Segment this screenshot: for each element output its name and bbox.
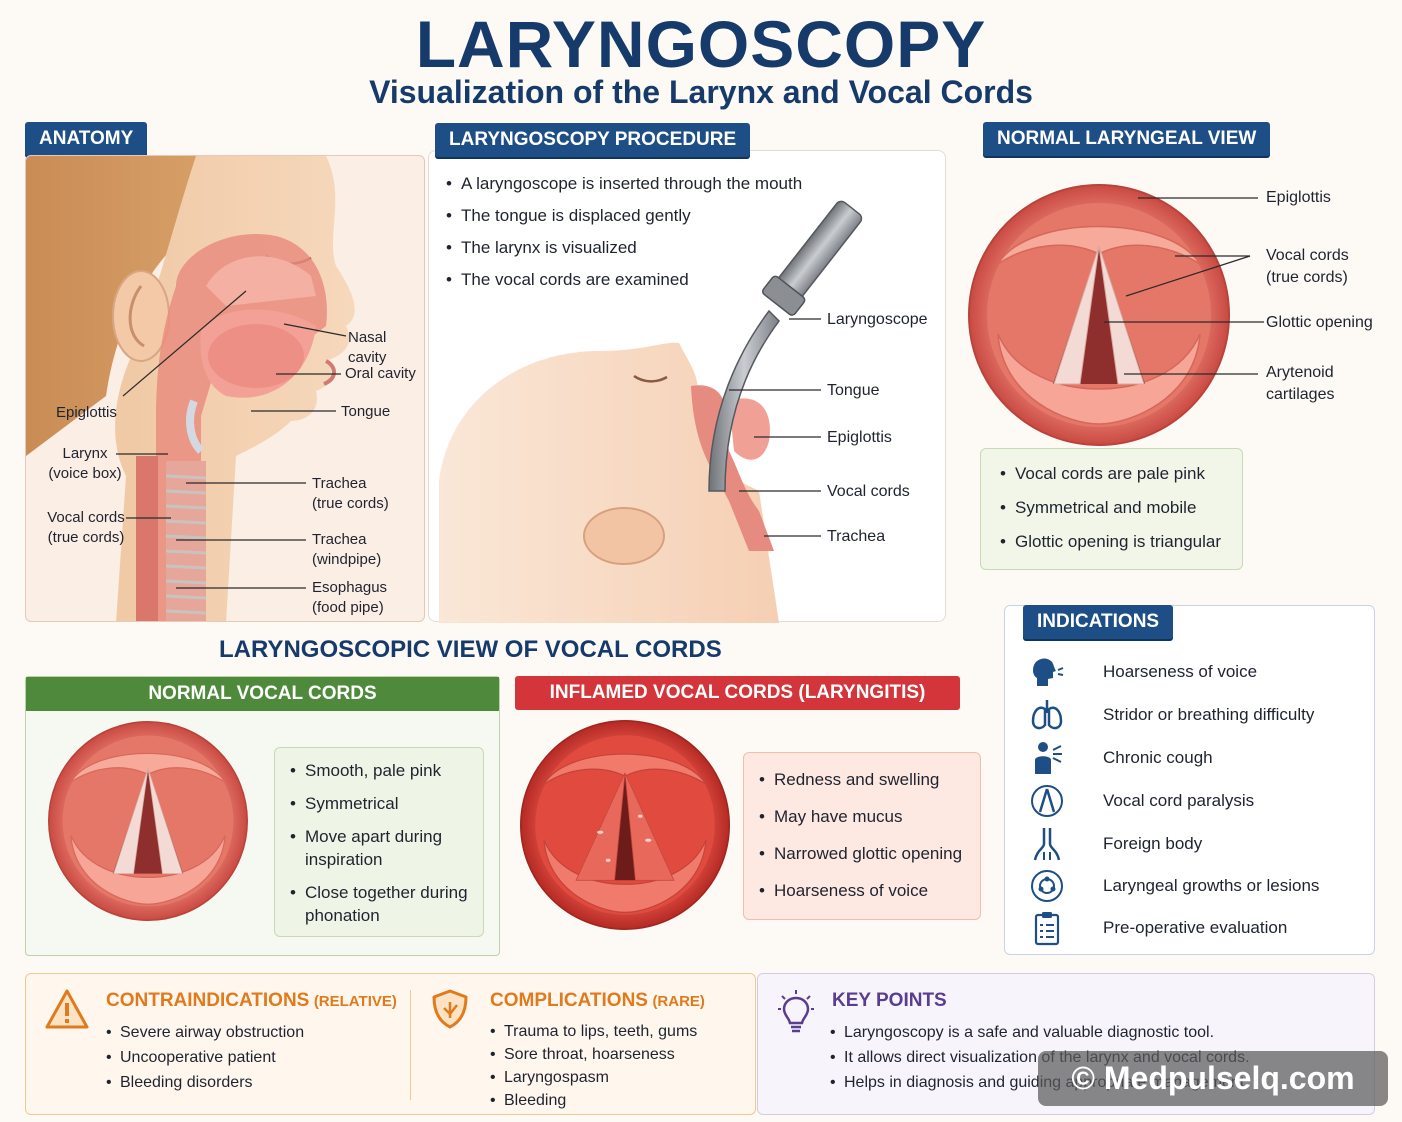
head-cross-section-illustration <box>26 156 355 621</box>
key-points-title: KEY POINTS <box>832 990 947 1011</box>
watermark: © Medpulselq.com <box>1038 1051 1388 1106</box>
procedure-steps: A laryngoscope is inserted through the m… <box>443 173 802 292</box>
label-vocal-cords: Vocal cords (true cords) <box>47 509 125 546</box>
label-trachea: Trachea <box>827 528 886 545</box>
indication-item: Stridor or breathing difficulty <box>1027 697 1314 733</box>
normal-laryngeal-view-illustration <box>968 184 1264 446</box>
speaking-head-icon <box>1027 654 1067 690</box>
indication-item: Foreign body <box>1027 826 1202 862</box>
anatomy-tag: ANATOMY <box>25 122 148 156</box>
label-glottic-opening: Glottic opening <box>1266 314 1373 331</box>
label-laryngoscope: Laryngoscope <box>827 311 928 328</box>
normal-view-point: Glottic opening is triangular <box>997 531 1242 554</box>
shield-icon <box>432 989 468 1029</box>
laryngoscope-procedure-illustration <box>439 200 863 623</box>
normal-vocal-cords-illustration <box>47 721 248 921</box>
inflamed-vocal-cords-illustration <box>520 720 730 930</box>
indications-panel: Hoarseness of voice Stridor or breathing… <box>1004 605 1375 955</box>
normal-vocal-cords-points: Smooth, pale pink Symmetrical Move apart… <box>274 747 484 937</box>
procedure-step: The tongue is displaced gently <box>443 205 802 228</box>
lungs-icon <box>1027 697 1067 733</box>
normal-vocal-cords-tag: NORMAL VOCAL CORDS <box>26 677 499 711</box>
label-epiglottis: Epiglottis <box>1266 189 1331 206</box>
vocal-cords-icon <box>1027 783 1067 819</box>
indication-item: Chronic cough <box>1027 740 1213 776</box>
label-arytenoid: Arytenoid cartilages <box>1266 364 1335 404</box>
indication-item: Hoarseness of voice <box>1027 654 1257 690</box>
label-nasal-cavity: Nasal cavity <box>348 329 387 366</box>
normal-view-points: Vocal cords are pale pink Symmetrical an… <box>980 448 1243 570</box>
procedure-step: A laryngoscope is inserted through the m… <box>443 173 802 196</box>
label-epiglottis: Epiglottis <box>827 429 892 446</box>
lightbulb-icon <box>778 990 814 1033</box>
page-subtitle: Visualization of the Larynx and Vocal Co… <box>369 74 1033 110</box>
indication-item: Laryngeal growths or lesions <box>1027 868 1319 904</box>
label-tongue: Tongue <box>341 403 391 420</box>
airway-icon <box>1027 826 1067 862</box>
procedure-step: The vocal cords are examined <box>443 269 802 292</box>
label-trachea-windpipe: Trachea (windpipe) <box>312 531 382 568</box>
label-epiglottis: Epiglottis <box>56 404 117 421</box>
label-trachea-true-cords: Trachea (true cords) <box>312 475 389 512</box>
procedure-step: The larynx is visualized <box>443 237 802 260</box>
label-esophagus: Esophagus (food pipe) <box>312 579 388 616</box>
normal-view-point: Symmetrical and mobile <box>997 497 1242 520</box>
normal-view-point: Vocal cords are pale pink <box>997 463 1242 486</box>
indication-item: Vocal cord paralysis <box>1027 783 1254 819</box>
contraindications-title: CONTRAINDICATIONS (RELATIVE) <box>106 990 397 1011</box>
procedure-tag: LARYNGOSCOPY PROCEDURE <box>435 123 751 157</box>
normal-vocal-cords-panel: NORMAL VOCAL CORDS Smooth, pale pink Sym… <box>25 676 500 956</box>
coughing-person-icon <box>1027 740 1067 776</box>
warning-triangle-icon <box>45 989 89 1029</box>
contraindications-list: Severe airway obstruction Uncooperative … <box>104 1020 304 1095</box>
label-oral-cavity: Oral cavity <box>345 365 416 382</box>
normal-view-tag: NORMAL LARYNGEAL VIEW <box>983 122 1271 156</box>
label-vocal-cords: Vocal cords (true cords) <box>1266 247 1349 287</box>
growth-icon <box>1027 868 1067 904</box>
indication-item: Pre-operative evaluation <box>1027 910 1287 946</box>
indications-tag: INDICATIONS <box>1023 605 1174 639</box>
label-tongue: Tongue <box>827 382 880 399</box>
page-title: LARYNGOSCOPY <box>415 7 987 81</box>
label-vocal-cords: Vocal cords <box>827 483 910 500</box>
laryngoscopic-view-heading: LARYNGOSCOPIC VIEW OF VOCAL CORDS <box>219 636 722 663</box>
label-larynx: Larynx (voice box) <box>48 445 122 482</box>
clipboard-icon <box>1027 910 1067 946</box>
inflamed-vocal-cords-tag: INFLAMED VOCAL CORDS (LARYNGITIS) <box>515 676 960 710</box>
divider <box>410 990 411 1100</box>
contra-complications-panel: CONTRAINDICATIONS (RELATIVE) Severe airw… <box>25 973 756 1115</box>
inflamed-vocal-cords-points: Redness and swelling May have mucus Narr… <box>743 752 981 920</box>
complications-list: Trauma to lips, teeth, gums Sore throat,… <box>488 1020 697 1112</box>
procedure-panel: A laryngoscope is inserted through the m… <box>428 150 946 623</box>
anatomy-panel: Nasal cavity Oral cavity Tongue Epiglott… <box>25 155 425 622</box>
complications-title: COMPLICATIONS (RARE) <box>490 990 705 1011</box>
